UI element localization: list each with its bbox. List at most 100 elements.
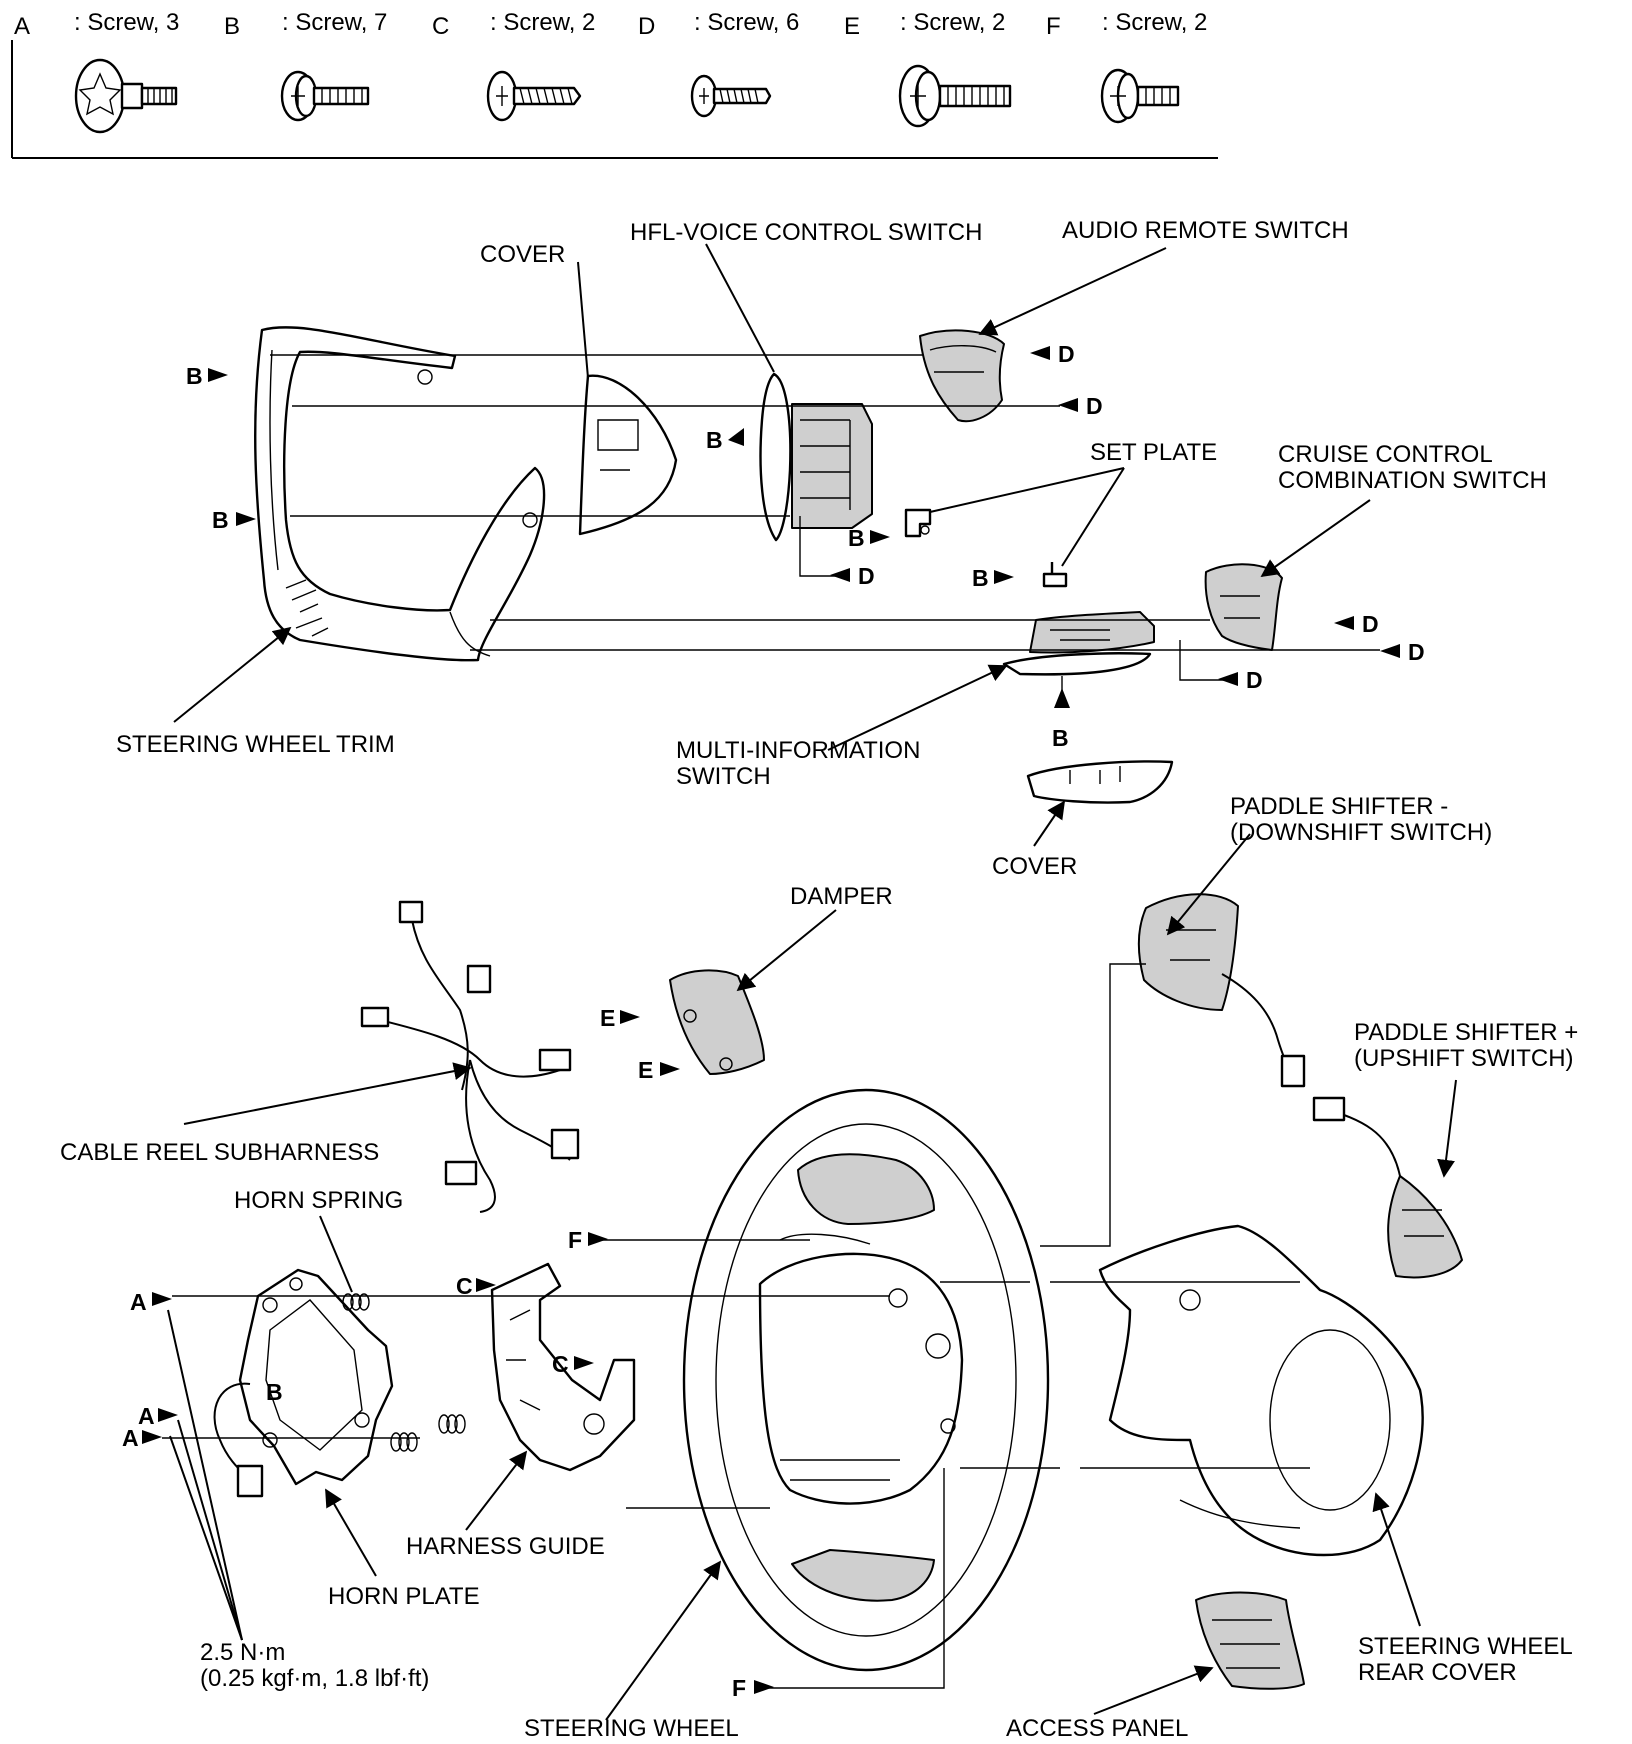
label-rear-cover-1: STEERING WHEEL [1358,1633,1573,1660]
leader-damper [736,909,837,992]
leader-cable-reel [183,1062,472,1125]
callout-arrow-b-5 [994,570,1014,584]
leader-harness-guide [465,1450,528,1531]
callout-arrow-b-4 [870,530,890,544]
leader-horn-spring [319,1215,353,1293]
callout-arrow-b-3 [728,428,744,446]
leader-cruise [1260,499,1371,578]
callout-f-1: F [568,1227,582,1253]
set-plate-upper-part [904,508,932,538]
horn-spring-upper-part [342,1293,370,1311]
damper-part [669,969,765,1075]
steering-wheel-part [682,1088,1050,1672]
label-horn-plate: HORN PLATE [328,1583,480,1610]
callout-b-3: B [706,427,723,453]
legend-letter-e: E [844,13,860,40]
label-access-panel: ACCESS PANEL [1006,1715,1188,1742]
callout-lines [162,243,1457,1721]
screw-d-icon [690,74,772,118]
cover-bottom-part [1026,760,1174,804]
leader-trim [173,626,292,723]
steering-wheel-trim-part [254,326,546,662]
label-set-plate: SET PLATE [1090,439,1217,466]
callout-a-1: A [130,1289,147,1315]
label-steering-trim: STEERING WHEEL TRIM [116,731,395,758]
callout-arrow-e-2 [660,1062,680,1076]
leader-set-plate-a [929,467,1125,513]
legend-letter-c: C [432,13,449,40]
callout-f-2: F [732,1675,746,1701]
part-labels: COVER HFL-VOICE CONTROL SWITCH AUDIO REM… [60,217,1578,1742]
label-harness-guide: HARNESS GUIDE [406,1533,605,1560]
ref-line-f2 [764,1468,945,1689]
callout-arrow-b-2 [236,512,256,526]
callout-c-1: C [456,1273,473,1299]
legend-letter-d: D [638,13,655,40]
callout-arrow-d-1 [1030,346,1050,360]
label-cable-reel: CABLE REEL SUBHARNESS [60,1139,379,1166]
horn-plate-part [213,1268,394,1498]
legend-desc-d: : Screw, 6 [694,9,799,36]
callout-arrow-b-6 [1054,688,1070,708]
callout-d-2: D [1086,393,1103,419]
label-paddle-plus-1: PADDLE SHIFTER + [1354,1019,1578,1046]
audio-remote-switch-part [919,329,1005,423]
paddle-shifter-minus-part [1137,893,1306,1088]
legend-letter-a: A [14,13,30,40]
label-cruise-1: CRUISE CONTROL [1278,441,1493,468]
callout-b-7: B [266,1379,283,1405]
callout-b-1: B [186,363,203,389]
callout-arrow-f-1 [588,1232,608,1246]
callout-arrow-e-1 [620,1010,640,1024]
leader-audio-remote [978,247,1167,336]
label-multi-info-1: MULTI-INFORMATION [676,737,920,764]
label-audio-remote: AUDIO REMOTE SWITCH [1062,217,1349,244]
legend-letter-b: B [224,13,240,40]
ref-line-paddle [1040,963,1146,1247]
leader-multi-info [827,664,1008,751]
steering-wheel-rear-cover-part [1098,1224,1424,1557]
legend-desc-b: : Screw, 7 [282,9,387,36]
legend-desc-a: : Screw, 3 [74,9,179,36]
callout-b-2: B [212,507,229,533]
leader-set-plate-b [1061,467,1125,567]
leader-cover-bottom [1033,800,1066,847]
callout-arrow-d-4 [1334,616,1354,630]
label-torque-1: 2.5 N·m [200,1639,285,1666]
callout-a-3: A [122,1425,139,1451]
label-cruise-2: COMBINATION SWITCH [1278,467,1547,494]
ref-line-d3 [799,516,836,577]
hfl-voice-control-switch-part [759,372,873,542]
legend-desc-f: : Screw, 2 [1102,9,1207,36]
callout-b-5: B [972,565,989,591]
callout-arrow-a-3 [142,1430,162,1444]
label-multi-info-2: SWITCH [676,763,771,790]
legend-desc-e: : Screw, 2 [900,9,1005,36]
label-cover-bottom: COVER [992,853,1077,880]
label-paddle-plus-2: (UPSHIFT SWITCH) [1354,1045,1574,1072]
cable-reel-subharness-part [360,900,580,1213]
callout-d-4: D [1362,611,1379,637]
label-damper: DAMPER [790,883,893,910]
legend-desc-c: : Screw, 2 [490,9,595,36]
callout-arrow-a-1 [152,1292,172,1306]
horn-spring-lower-part [390,1414,466,1452]
callout-d-1: D [1058,341,1075,367]
screw-a-icon [74,58,178,134]
callout-d-5: D [1408,639,1425,665]
leader-paddle-minus [1166,833,1251,936]
leader-torque-1 [167,1309,243,1641]
callout-arrow-c-2 [574,1356,594,1370]
callout-d-6: D [1246,667,1263,693]
leader-hfl-voice [705,243,775,373]
callout-e-2: E [638,1057,653,1083]
access-panel-part [1195,1591,1305,1690]
callout-arrow-d-2 [1058,398,1078,412]
label-hfl-voice: HFL-VOICE CONTROL SWITCH [630,219,982,246]
callout-a-2: A [138,1403,155,1429]
ref-line-d6 [1179,640,1224,681]
leader-access-panel [1093,1665,1214,1715]
set-plate-lower-part [1042,562,1068,588]
screw-c-icon [486,70,582,122]
